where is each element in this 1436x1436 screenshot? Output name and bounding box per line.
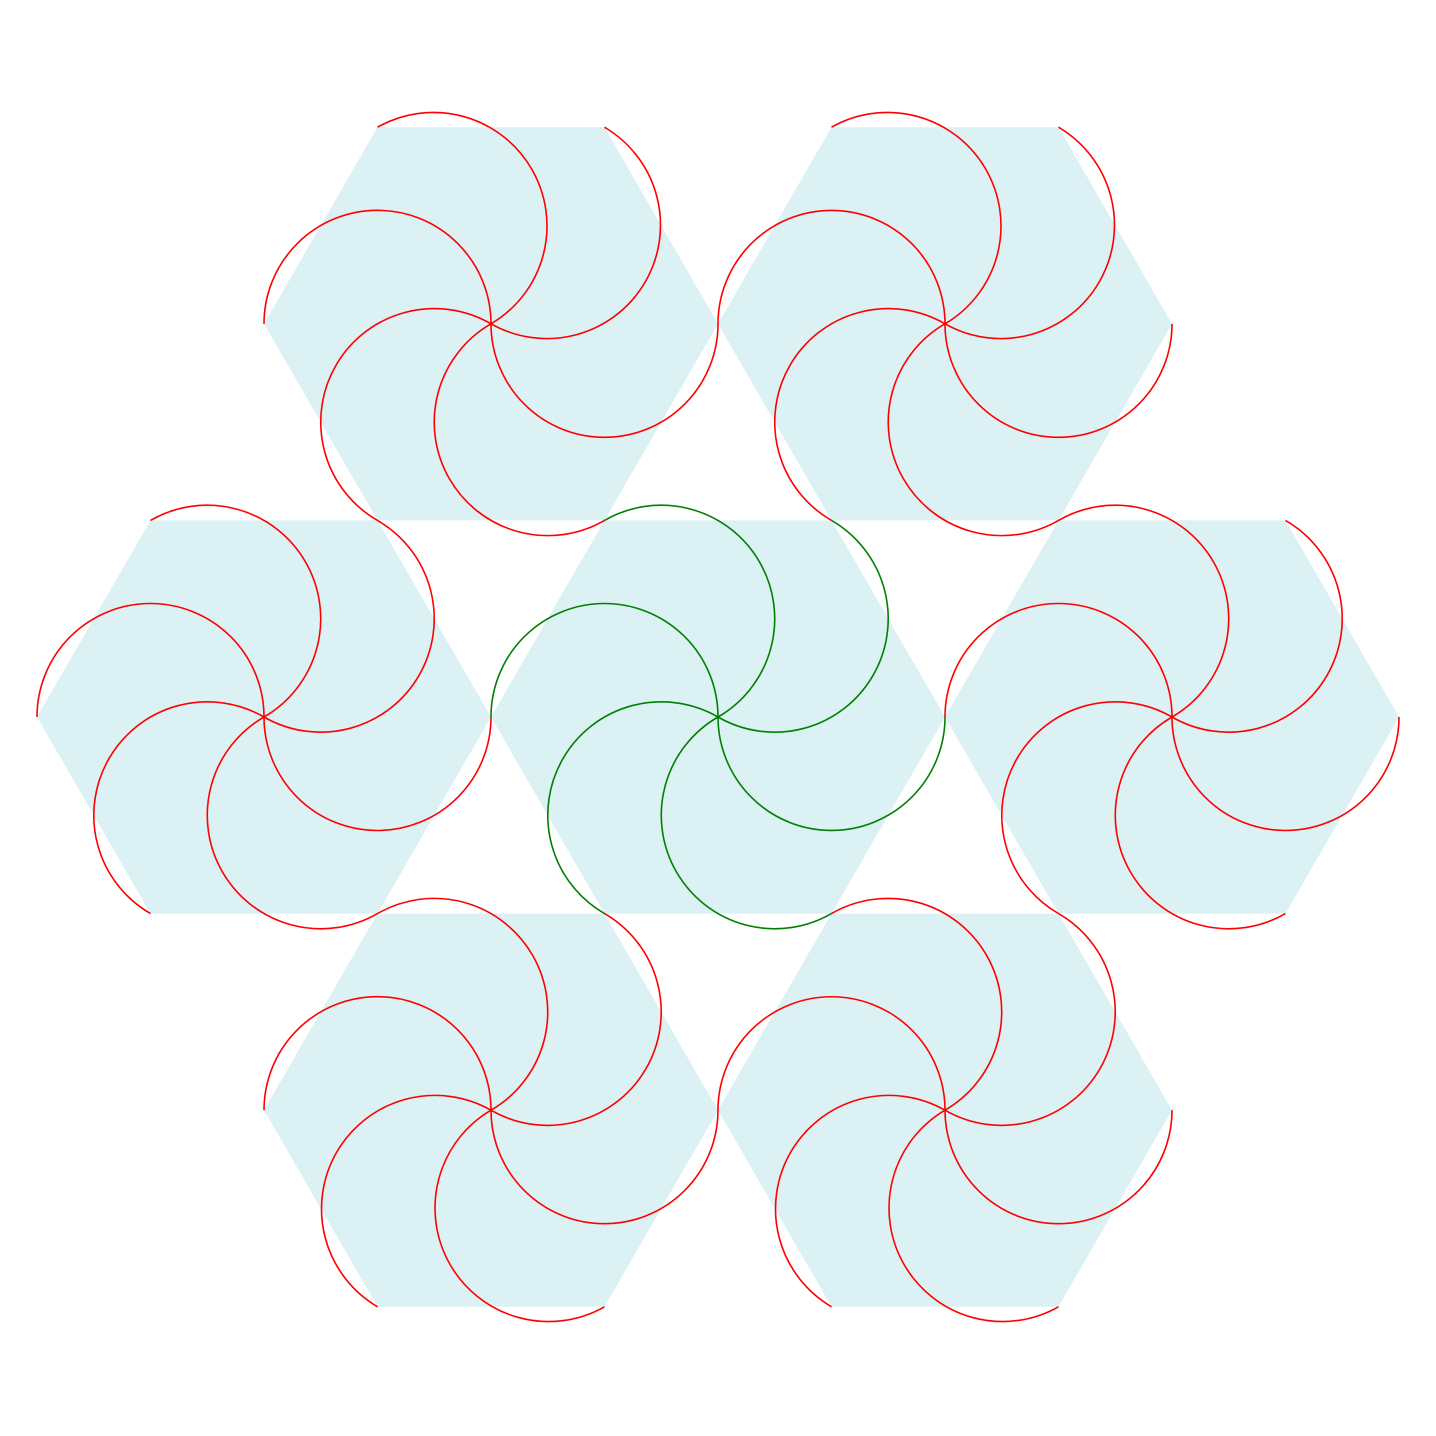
arc-lower-left-4 [377,897,549,1111]
arc-lower-left-1 [434,1109,605,1323]
arc-left-4 [150,504,322,718]
arc-upper-right-5 [944,126,1116,340]
arc-left-3 [36,602,265,718]
arc-center-1 [660,716,832,930]
arc-left-2 [92,701,265,915]
arc-lower-right-3 [717,995,946,1111]
arc-right-0 [1171,716,1400,832]
arc-left-0 [263,716,492,832]
arc-lower-right-1 [888,1109,1059,1323]
arc-upper-left-2 [319,307,492,522]
arc-lower-left-3 [263,995,492,1111]
arc-upper-right-0 [944,323,1173,439]
arc-upper-left-5 [490,126,662,340]
arc-left-1 [206,716,378,930]
arc-lower-left-5 [490,912,663,1127]
arc-layer [36,111,1400,1323]
arc-lower-left-2 [320,1094,492,1308]
arc-left-5 [263,519,436,733]
arc-lower-left-0 [490,1110,719,1225]
arc-upper-right-1 [887,323,1059,537]
arc-center-3 [490,602,719,718]
arc-right-3 [944,602,1173,718]
arc-center-0 [717,716,946,832]
arc-center-2 [546,701,719,915]
arc-upper-right-2 [773,307,946,522]
arc-center-4 [604,504,776,718]
arc-right-4 [1058,504,1230,718]
arc-upper-right-4 [831,111,1002,325]
arc-upper-right-3 [717,209,946,324]
arc-upper-left-3 [263,209,492,324]
arc-right-2 [1000,701,1173,915]
arc-lower-right-4 [831,897,1003,1111]
arc-center-5 [717,519,890,733]
arc-upper-left-0 [490,323,719,439]
arc-right-1 [1114,716,1286,930]
arc-right-5 [1171,519,1344,733]
arc-upper-left-1 [433,323,605,537]
arc-lower-right-2 [774,1094,946,1308]
arc-upper-left-4 [377,111,548,325]
arc-lower-right-5 [944,912,1117,1127]
arc-lower-right-0 [944,1110,1173,1225]
